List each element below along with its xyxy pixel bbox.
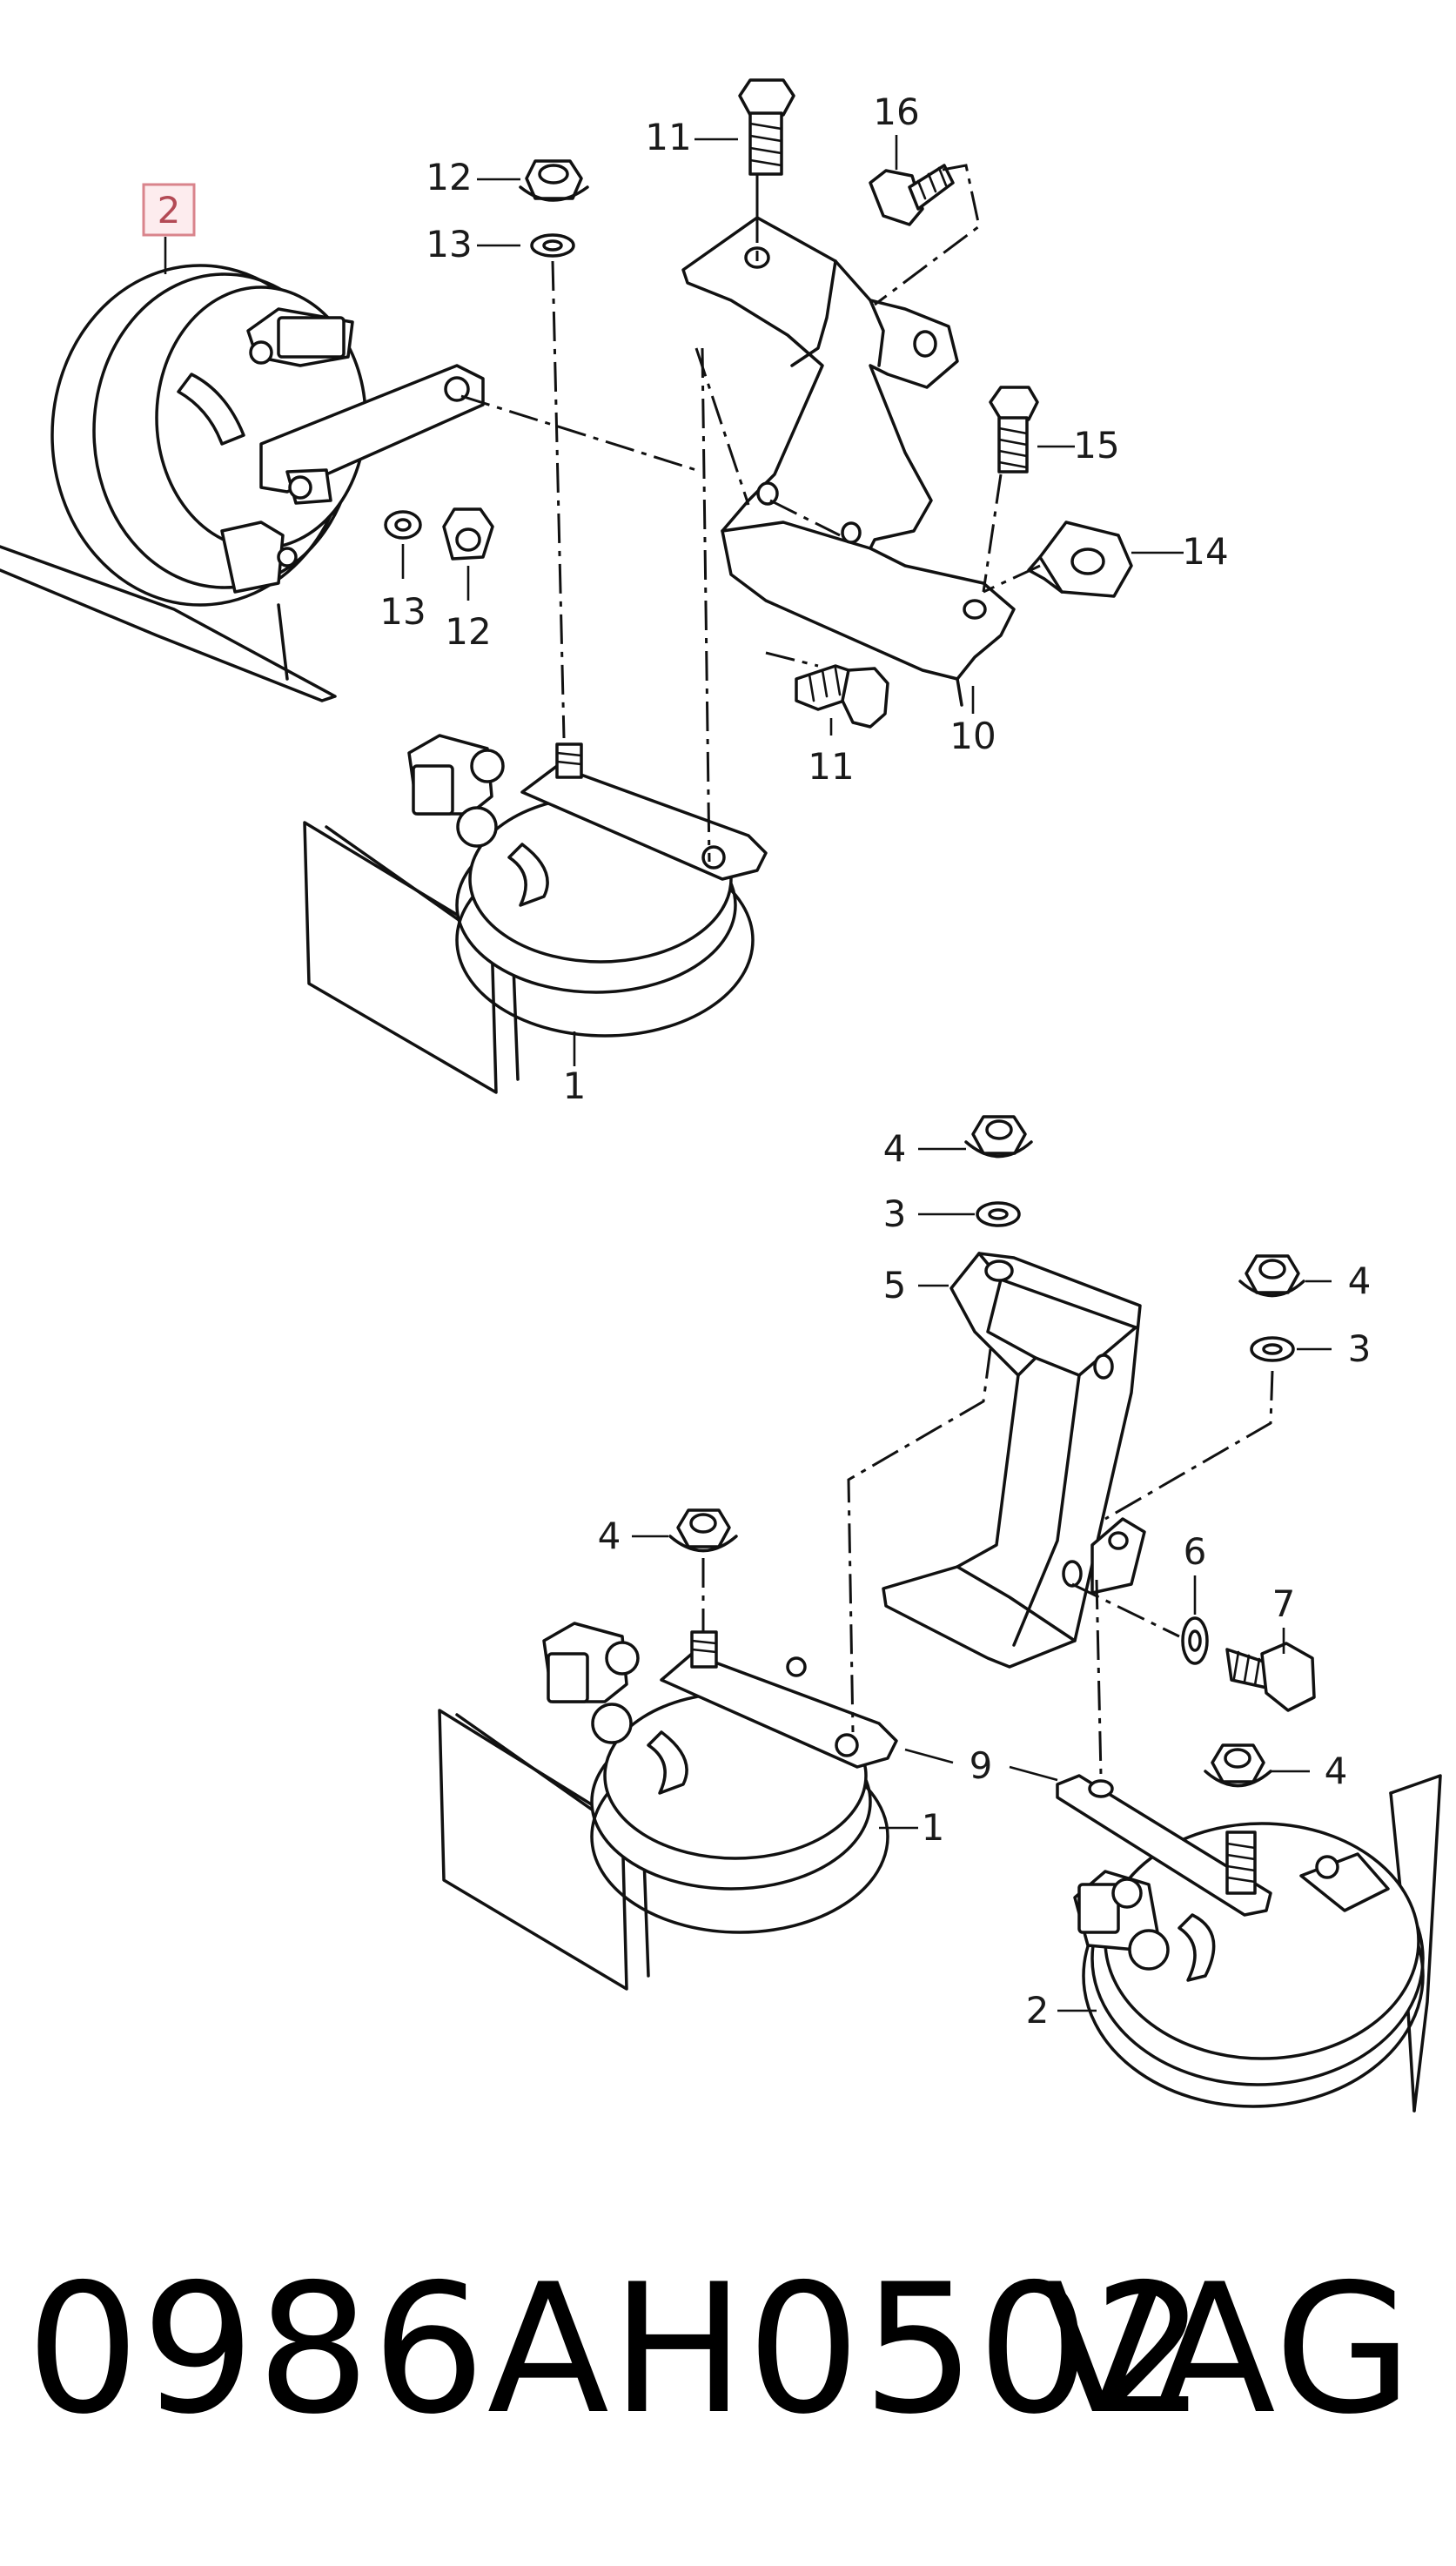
callout-12-top: 12 bbox=[426, 156, 472, 198]
callout-14: 14 bbox=[1182, 530, 1228, 573]
washer-3-b bbox=[1250, 1336, 1295, 1362]
washer-3-a bbox=[976, 1201, 1021, 1227]
clip-nut-14 bbox=[1027, 521, 1133, 598]
callout-4-b: 4 bbox=[1348, 1259, 1372, 1302]
callout-13-lower: 13 bbox=[379, 590, 426, 633]
callout-6: 6 bbox=[1184, 1530, 1207, 1573]
callout-labels: 2 12 13 11 16 15 14 10 11 13 12 1 4 3 5 … bbox=[142, 91, 1372, 2032]
brand-text: VAG bbox=[1041, 2247, 1414, 2454]
nut-12-lower bbox=[442, 507, 494, 561]
callout-11-top: 11 bbox=[645, 116, 691, 158]
bracket-10 bbox=[681, 216, 1016, 707]
leader-lines bbox=[164, 135, 1332, 2012]
callout-4-a: 4 bbox=[883, 1127, 907, 1170]
bolt-7 bbox=[1225, 1642, 1316, 1712]
washer-13-lower bbox=[384, 510, 422, 540]
callout-1-top: 1 bbox=[563, 1065, 587, 1107]
nut-4-b bbox=[1238, 1254, 1305, 1298]
horn-2-bracket bbox=[259, 364, 485, 505]
bracket-5 bbox=[882, 1252, 1146, 1669]
callout-3-b: 3 bbox=[1348, 1327, 1372, 1370]
horn-1-lower bbox=[438, 1622, 898, 1991]
callout-2-highlighted: 2 bbox=[158, 189, 181, 232]
callout-9: 9 bbox=[970, 1744, 993, 1787]
callout-4-c: 4 bbox=[598, 1515, 621, 1557]
callout-3-a: 3 bbox=[883, 1192, 907, 1235]
part-number-text: 0986AH0502 bbox=[26, 2247, 1208, 2454]
callout-11-lower: 11 bbox=[808, 745, 854, 788]
callout-13-top: 13 bbox=[426, 223, 472, 265]
callout-5: 5 bbox=[883, 1264, 907, 1307]
bolt-11-lower bbox=[795, 664, 889, 729]
nut-4-d bbox=[1204, 1743, 1272, 1788]
callout-10: 10 bbox=[949, 715, 996, 757]
callout-15: 15 bbox=[1073, 424, 1119, 467]
bracket-9 bbox=[1056, 1774, 1272, 1917]
horn-2-upper bbox=[0, 264, 367, 702]
alignment-lines-bottom bbox=[701, 1348, 1274, 1777]
callout-2-highlight-box bbox=[142, 183, 196, 237]
nut-4-a bbox=[964, 1115, 1033, 1159]
callout-1-lower: 1 bbox=[922, 1806, 945, 1849]
nut-12-top bbox=[519, 159, 589, 202]
horn-2-lower bbox=[1073, 1774, 1442, 2113]
bolt-15 bbox=[989, 386, 1039, 474]
horn-1-upper bbox=[303, 734, 768, 1094]
bolt-11-top bbox=[738, 78, 795, 176]
washer-13-top bbox=[530, 233, 575, 258]
nut-4-c bbox=[668, 1508, 738, 1553]
callout-7: 7 bbox=[1272, 1582, 1296, 1625]
callout-16: 16 bbox=[873, 91, 919, 133]
callout-4-d: 4 bbox=[1325, 1750, 1348, 1792]
washer-6 bbox=[1181, 1616, 1209, 1665]
bolt-16 bbox=[869, 164, 955, 226]
alignment-lines-top bbox=[460, 164, 1041, 863]
callout-12-lower: 12 bbox=[445, 610, 491, 653]
callout-2-lower: 2 bbox=[1026, 1989, 1050, 2032]
